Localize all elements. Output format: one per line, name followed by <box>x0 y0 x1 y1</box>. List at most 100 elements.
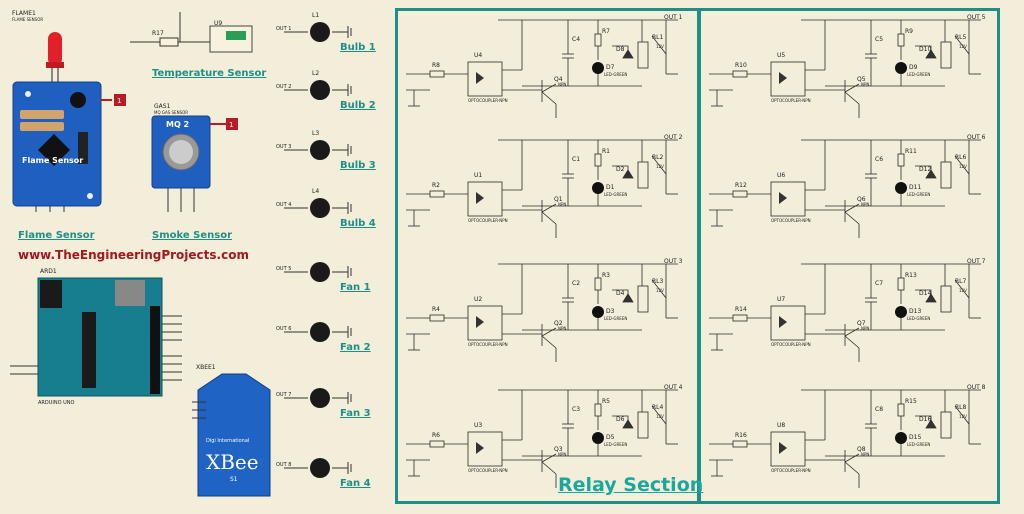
relay-part-label: C7 <box>875 280 884 287</box>
load-name: Bulb 2 <box>340 100 376 111</box>
relay-part-label: U4 <box>474 52 483 59</box>
relay-part-label: 12V <box>959 414 967 419</box>
flame-sensor-ref: FLAME1 <box>12 10 36 17</box>
relay-part-label: D11 <box>909 184 922 191</box>
flame-sensor-board-text: Flame Sensor <box>22 156 84 165</box>
load-name: Fan 1 <box>340 282 371 293</box>
relay-part-label: C3 <box>572 406 581 413</box>
flame-sensor-sub: FLAME SENSOR <box>12 17 44 22</box>
load-name: Fan 3 <box>340 408 371 419</box>
arduino-ref: ARD1 <box>40 268 57 275</box>
smoke-sensor-ref: GAS1 <box>154 103 171 110</box>
flame-sensor-caption: Flame Sensor <box>18 230 95 241</box>
relay-part-label: 12V <box>656 164 664 169</box>
fan-1[interactable]: OUT 5 Fan 1 <box>270 254 380 294</box>
relay-part-label: OUT 5 <box>967 14 986 21</box>
relay-part-label: D15 <box>909 434 922 441</box>
relay-part-label: OUT 6 <box>967 134 986 141</box>
load-symbol <box>284 458 352 478</box>
relay-part-label: NPN <box>558 326 567 331</box>
xbee-name: XBee <box>206 450 259 474</box>
load-out-label: OUT 5 <box>276 266 292 272</box>
relay-part-label: D1 <box>606 184 615 191</box>
relay-part-label: D13 <box>909 308 922 315</box>
relay-part-label: LED-GREEN <box>604 442 628 447</box>
relay-part-label: U8 <box>777 422 786 429</box>
load-out-label: OUT 6 <box>276 326 292 332</box>
relay-part-label: OPTOCOUPLER-NPN <box>771 98 811 103</box>
relay-part-label: R16 <box>735 432 747 439</box>
load-ref: L2 <box>312 70 320 77</box>
relay-circuit <box>406 263 678 362</box>
relay-part-label: NPN <box>861 202 870 207</box>
load-out-label: OUT 1 <box>276 26 292 32</box>
relay-part-label: NPN <box>861 82 870 87</box>
relay-section-right-frame <box>698 8 1000 504</box>
relay-part-label: RL7 <box>955 278 967 285</box>
relay-part-label: D3 <box>606 308 615 315</box>
arduino-board[interactable]: ARDUINO UNO <box>10 276 195 411</box>
relay-circuit <box>406 139 678 238</box>
relay-part-label: Q8 <box>857 446 866 453</box>
relay-part-label: OPTOCOUPLER-NPN <box>468 218 508 223</box>
relay-part-label: 12V <box>959 44 967 49</box>
smoke-sensor-caption: Smoke Sensor <box>152 230 232 241</box>
relay-part-label: C8 <box>875 406 884 413</box>
relay-part-label: Q2 <box>554 320 563 327</box>
relay-part-label: OPTOCOUPLER-NPN <box>468 98 508 103</box>
relay-part-label: OUT 1 <box>664 14 683 21</box>
xbee-model: S1 <box>230 476 238 483</box>
svg-text:1: 1 <box>229 121 233 129</box>
relay-part-label: R13 <box>905 272 917 279</box>
xbee-drawing <box>192 373 271 497</box>
relay-part-label: NPN <box>861 452 870 457</box>
relay-part-label: OUT 8 <box>967 384 986 391</box>
arduino-name: ARDUINO UNO <box>38 400 75 406</box>
relay-part-label: C1 <box>572 156 581 163</box>
temperature-resistor-ref: R17 <box>152 30 164 37</box>
load-symbol <box>284 198 352 218</box>
relay-circuit <box>709 139 981 238</box>
smoke-sensor-sub: MQ GAS SENSOR <box>154 110 189 115</box>
smoke-sensor-module[interactable]: 1 MQ 2 <box>150 114 250 226</box>
relay-part-label: D16 <box>919 416 932 423</box>
website-link[interactable]: www.TheEngineeringProjects.com <box>18 248 249 262</box>
relay-part-label: C6 <box>875 156 884 163</box>
relay-part-label: U1 <box>474 172 483 179</box>
relay-part-label: NPN <box>861 326 870 331</box>
load-name: Fan 4 <box>340 478 371 489</box>
temperature-sensor-module[interactable]: R17 U9 <box>130 12 260 62</box>
relay-part-label: U7 <box>777 296 786 303</box>
relay-part-label: Q7 <box>857 320 866 327</box>
relay-part-label: D14 <box>919 290 932 297</box>
relay-part-label: R3 <box>602 272 610 279</box>
load-name: Bulb 4 <box>340 218 376 229</box>
relay-part-label: D4 <box>616 290 625 297</box>
relay-part-label: 12V <box>959 164 967 169</box>
relay-part-label: LED-GREEN <box>907 442 931 447</box>
relay-part-label: Q1 <box>554 196 563 203</box>
relay-part-label: Q6 <box>857 196 866 203</box>
xbee-ref: XBEE1 <box>196 364 216 371</box>
xbee-module[interactable]: Digi International XBee S1 <box>192 372 276 498</box>
relay-part-label: D10 <box>919 46 932 53</box>
arduino-drawing <box>10 277 182 397</box>
load-ref: L1 <box>312 12 320 19</box>
flame-sensor-module[interactable]: 1 Flame Sensor <box>8 22 128 222</box>
relay-part-label: RL3 <box>652 278 664 285</box>
